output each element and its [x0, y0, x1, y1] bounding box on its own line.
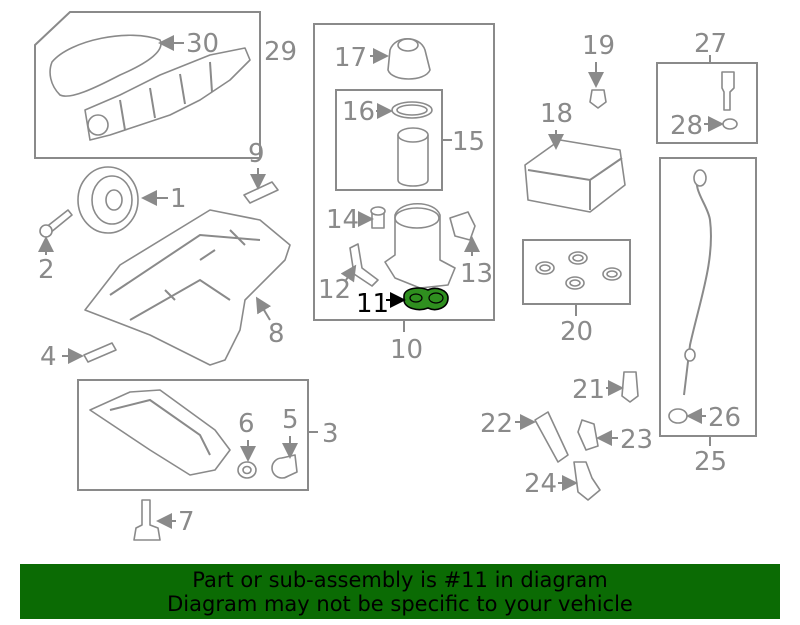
part-21-sensor[interactable]	[621, 371, 639, 403]
label-15: 15	[452, 127, 485, 157]
part-13-bracket[interactable]	[449, 211, 476, 241]
parts-diagram: 30 29 1 2 9 8 4 3	[34, 11, 758, 541]
label-13: 13	[460, 259, 493, 289]
label-8: 8	[268, 319, 285, 349]
part-19-bolt[interactable]	[589, 89, 607, 109]
label-16: 16	[342, 97, 375, 127]
part-2-bolt[interactable]	[39, 209, 73, 238]
group-box-29	[34, 11, 261, 159]
label-14: 14	[326, 205, 359, 235]
label-5: 5	[282, 405, 299, 435]
banner-line-1: Part or sub-assembly is #11 in diagram	[192, 568, 608, 592]
part-20-seal-kit[interactable]	[535, 251, 622, 290]
label-6: 6	[238, 409, 255, 439]
part-3-oil-pan-lower[interactable]	[89, 389, 231, 476]
label-27: 27	[694, 29, 727, 59]
part-26-o-ring[interactable]	[668, 408, 688, 424]
group-box-20	[522, 239, 631, 316]
part-30-cover[interactable]	[49, 34, 162, 97]
part-14-bolt[interactable]	[370, 206, 386, 229]
part-12-tube[interactable]	[349, 243, 379, 287]
label-18: 18	[540, 99, 573, 129]
label-3: 3	[322, 419, 339, 449]
part-4-tube[interactable]	[83, 342, 117, 363]
part-7-sensor[interactable]	[133, 499, 161, 541]
group-box-27	[656, 55, 758, 144]
label-20: 20	[560, 317, 593, 347]
part-27-sensor[interactable]	[721, 71, 735, 111]
part-10-housing[interactable]	[384, 203, 456, 289]
part-9-fitting[interactable]	[243, 181, 279, 204]
group-box-3	[77, 379, 318, 491]
part-25-dipstick[interactable]	[683, 169, 712, 396]
banner-line-2: Diagram may not be specific to your vehi…	[167, 592, 633, 616]
label-10: 10	[390, 335, 423, 365]
part-24-sensor[interactable]	[573, 461, 601, 501]
label-24: 24	[524, 469, 557, 499]
group-box-25	[659, 157, 757, 446]
part-22-connector[interactable]	[534, 411, 569, 463]
label-30: 30	[186, 29, 219, 59]
part-28-washer[interactable]	[722, 118, 738, 130]
label-25: 25	[694, 447, 727, 477]
part-18-oil-cooler[interactable]	[524, 139, 626, 213]
part-15-filter-element[interactable]	[397, 127, 429, 187]
label-9: 9	[248, 139, 265, 169]
label-26: 26	[708, 403, 741, 433]
part-5-drain-plug[interactable]	[271, 454, 298, 479]
part-23-switch[interactable]	[577, 419, 599, 451]
label-7: 7	[178, 507, 195, 537]
label-11: 11	[356, 289, 389, 319]
label-4: 4	[40, 342, 57, 372]
part-29-manifold[interactable]	[84, 47, 251, 141]
part-16-o-ring[interactable]	[391, 101, 433, 119]
label-17: 17	[334, 43, 367, 73]
part-6-washer[interactable]	[237, 461, 257, 479]
label-23: 23	[620, 425, 653, 455]
label-21: 21	[572, 375, 605, 405]
label-22: 22	[480, 409, 513, 439]
part-8-oil-pan-upper[interactable]	[84, 209, 291, 366]
part-1-pulley[interactable]	[77, 166, 139, 234]
label-19: 19	[582, 31, 615, 61]
label-2: 2	[38, 255, 55, 285]
info-banner: Part or sub-assembly is #11 in diagram D…	[20, 564, 780, 619]
label-28: 28	[670, 111, 703, 141]
label-29: 29	[264, 37, 297, 67]
group-box-10	[313, 23, 495, 332]
part-11-gasket-highlighted[interactable]	[403, 287, 449, 311]
group-box-15	[335, 89, 452, 191]
part-17-filter-cap[interactable]	[387, 37, 431, 80]
label-1: 1	[170, 184, 187, 214]
